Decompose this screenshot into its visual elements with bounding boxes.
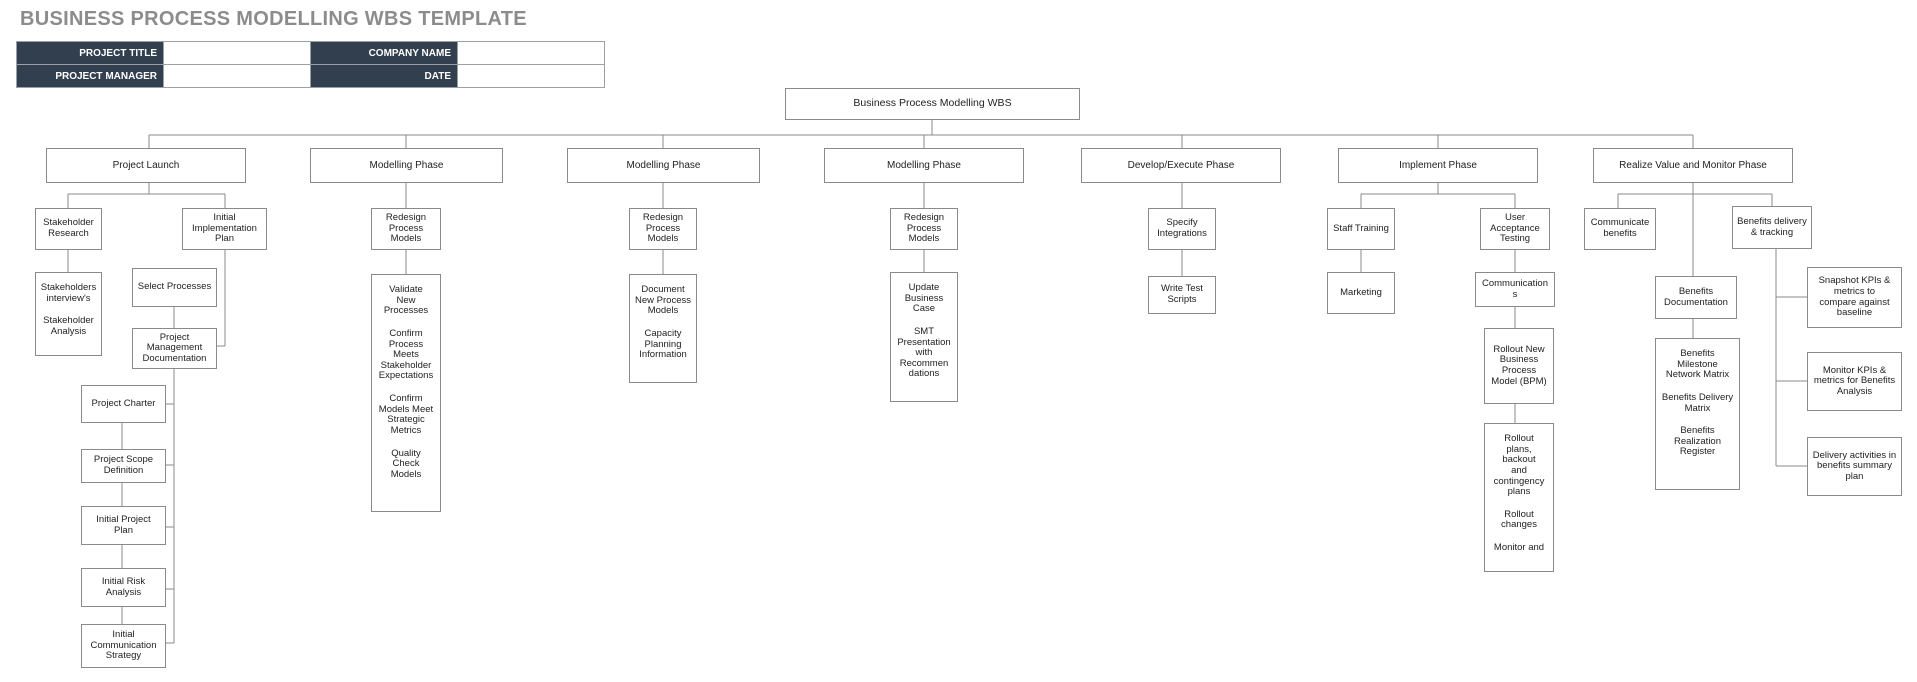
task-redesign-process-models: Redesign Process Models xyxy=(890,208,958,250)
task-smt-presentation: SMT Presentation with Recommen dations xyxy=(897,325,951,380)
task-initial-communication-strategy: Initial Communication Strategy xyxy=(81,624,166,668)
phase-develop-execute: Develop/Execute Phase xyxy=(1081,148,1281,183)
project-manager-label: PROJECT MANAGER xyxy=(16,64,164,88)
task-capacity-planning-information: Capacity Planning Information xyxy=(639,327,687,361)
phase-modelling-1: Modelling Phase xyxy=(310,148,503,183)
task-user-acceptance-testing: User Acceptance Testing xyxy=(1480,208,1550,250)
task-benefits-group: Benefits Milestone Network Matrix Benefi… xyxy=(1655,338,1740,490)
phase-implement: Implement Phase xyxy=(1338,148,1538,183)
date-label: DATE xyxy=(310,64,458,88)
task-benefits-delivery-tracking: Benefits delivery & tracking xyxy=(1732,206,1812,249)
task-quality-check-models: Quality Check Models xyxy=(390,447,422,480)
task-rollout-changes: Rollout changes xyxy=(1501,508,1537,531)
task-monitor: Monitor and xyxy=(1493,542,1545,553)
task-stakeholder-research: Stakeholder Research xyxy=(35,208,102,250)
task-stakeholders-interviews: Stakeholders interview's xyxy=(40,282,97,304)
task-rollout-new-bpm: Rollout New Business Process Model (BPM) xyxy=(1484,328,1554,404)
task-validate-new-processes: Validate New Processes xyxy=(383,284,429,317)
task-documentation-group: Document New Process Models Capacity Pla… xyxy=(629,274,697,383)
project-title-field[interactable] xyxy=(163,41,311,65)
task-stakeholder-analysis: Stakeholder Analysis xyxy=(43,315,94,337)
task-benefits-documentation: Benefits Documentation xyxy=(1655,276,1737,319)
task-stakeholder-interviews-analysis: Stakeholders interview's Stakeholder Ana… xyxy=(35,272,102,356)
task-monitor-kpis: Monitor KPIs & metrics for Benefits Anal… xyxy=(1807,352,1902,411)
task-benefits-milestone-network-matrix: Benefits Milestone Network Matrix xyxy=(1665,348,1730,381)
phase-modelling-2: Modelling Phase xyxy=(567,148,760,183)
task-redesign-process-models: Redesign Process Models xyxy=(371,208,441,250)
task-confirm-strategic-metrics: Confirm Models Meet Strategic Metrics xyxy=(378,393,434,436)
task-delivery-activities: Delivery activities in benefits summary … xyxy=(1807,437,1902,496)
project-info-table: PROJECT TITLE COMPANY NAME PROJECT MANAG… xyxy=(16,41,605,88)
task-specify-integrations: Specify Integrations xyxy=(1148,208,1216,250)
task-benefits-delivery-matrix: Benefits Delivery Matrix xyxy=(1661,391,1734,414)
task-communications: Communication s xyxy=(1475,272,1555,307)
task-initial-implementation-plan: Initial Implementation Plan xyxy=(182,208,267,250)
task-rollout-group: Rollout plans, backout and contingency p… xyxy=(1484,423,1554,572)
task-benefits-realization-register: Benefits Realization Register xyxy=(1674,425,1721,458)
task-write-test-scripts: Write Test Scripts xyxy=(1148,276,1216,314)
task-initial-risk-analysis: Initial Risk Analysis xyxy=(81,568,166,607)
task-update-business-case: Update Business Case xyxy=(904,282,944,315)
task-initial-project-plan: Initial Project Plan xyxy=(81,506,166,545)
task-select-processes: Select Processes xyxy=(132,268,217,307)
task-document-new-process-models: Document New Process Models xyxy=(635,284,691,317)
task-rollout-plans: Rollout plans, backout and contingency p… xyxy=(1493,433,1545,498)
phase-modelling-3: Modelling Phase xyxy=(824,148,1024,183)
phase-project-launch: Project Launch xyxy=(46,148,246,183)
task-project-scope-definition: Project Scope Definition xyxy=(81,449,166,483)
task-staff-training: Staff Training xyxy=(1327,208,1395,250)
task-snapshot-kpis: Snapshot KPIs & metrics to compare again… xyxy=(1807,267,1902,328)
task-confirm-stakeholder-expectations: Confirm Process Meets Stakeholder Expect… xyxy=(378,327,434,382)
task-business-case-group: Update Business Case SMT Presentation wi… xyxy=(890,272,958,402)
date-field[interactable] xyxy=(457,64,605,88)
task-project-charter: Project Charter xyxy=(81,385,166,423)
task-marketing: Marketing xyxy=(1327,272,1395,314)
task-redesign-process-models: Redesign Process Models xyxy=(629,208,697,250)
task-project-management-documentation: Project Management Documentation xyxy=(132,328,217,369)
phase-realize-value: Realize Value and Monitor Phase xyxy=(1593,148,1793,183)
task-validation-group: Validate New Processes Confirm Process M… xyxy=(371,274,441,512)
project-title-label: PROJECT TITLE xyxy=(16,41,164,65)
wbs-root: Business Process Modelling WBS xyxy=(785,88,1080,120)
project-manager-field[interactable] xyxy=(163,64,311,88)
task-communicate-benefits: Communicate benefits xyxy=(1584,208,1656,250)
page-title: BUSINESS PROCESS MODELLING WBS TEMPLATE xyxy=(20,8,527,30)
